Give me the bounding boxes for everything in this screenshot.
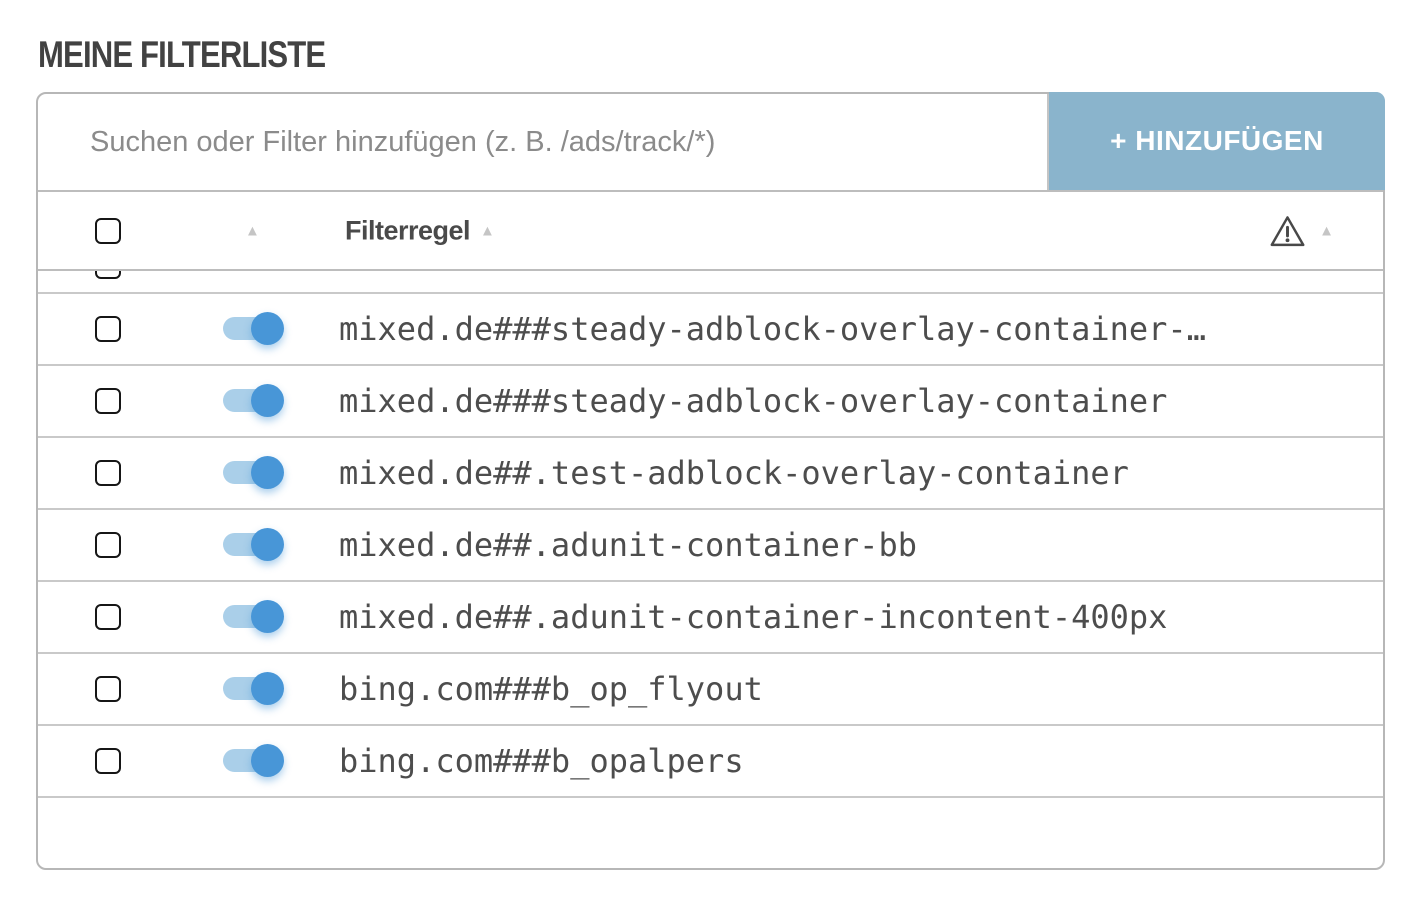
toggle-knob [251,672,284,705]
filter-row: mixed.de###steady-adblock-overlay-contai… [38,294,1383,366]
row-checkbox[interactable] [95,388,121,414]
add-filter-button[interactable]: + HINZUFÜGEN [1049,92,1385,190]
filter-enabled-toggle[interactable] [223,456,284,489]
filter-enabled-toggle[interactable] [223,384,284,417]
sort-rule-arrow-icon[interactable]: ▲ [480,222,495,239]
filter-rule-text: mixed.de##.test-adblock-overlay-containe… [339,454,1129,492]
page-title: MEINE FILTERLISTE [38,34,326,75]
toggle-knob [251,456,284,489]
table-header: ▲ Filterregel ▲ ▲ [38,192,1383,271]
warning-triangle-icon [1269,214,1306,248]
filter-row: bing.com###b_opalpers [38,726,1383,798]
filter-enabled-toggle[interactable] [223,600,284,633]
filter-list-panel: + HINZUFÜGEN ▲ Filterregel ▲ ▲ [36,92,1385,870]
filter-rule-text: bing.com###b_opalpers [339,742,744,780]
filter-rule-text: mixed.de##.adunit-container-bb [339,526,917,564]
rule-column-header[interactable]: Filterregel ▲ [345,215,495,246]
rule-column-label: Filterregel [345,215,471,245]
toggle-knob [251,744,284,777]
row-checkbox[interactable] [95,532,121,558]
sort-status-arrow-icon[interactable]: ▲ [245,222,260,239]
filter-row: mixed.de###steady-adblock-overlay-contai… [38,366,1383,438]
toggle-knob [251,600,284,633]
sort-warning-arrow-icon[interactable]: ▲ [1319,222,1334,239]
search-box [38,94,1049,190]
row-checkbox[interactable] [95,271,121,279]
filter-search-input[interactable] [88,124,1027,160]
filter-row: mixed.de##.adunit-container-incontent-40… [38,582,1383,654]
toggle-knob [251,528,284,561]
partially-scrolled-row [38,271,1383,294]
filter-row: mixed.de##.test-adblock-overlay-containe… [38,438,1383,510]
filter-toolbar: + HINZUFÜGEN [38,92,1385,192]
filter-rule-text: mixed.de###steady-adblock-overlay-contai… [339,382,1168,420]
filter-enabled-toggle[interactable] [223,744,284,777]
toggle-knob [251,384,284,417]
filter-enabled-toggle[interactable] [223,672,284,705]
filter-rule-text: mixed.de##.adunit-container-incontent-40… [339,598,1168,636]
toggle-knob [251,312,284,345]
filter-enabled-toggle[interactable] [223,528,284,561]
empty-row [38,798,1383,870]
row-checkbox[interactable] [95,316,121,342]
filter-rule-text: bing.com###b_op_flyout [339,670,763,708]
filter-row: bing.com###b_op_flyout [38,654,1383,726]
row-checkbox[interactable] [95,676,121,702]
row-checkbox[interactable] [95,604,121,630]
row-checkbox[interactable] [95,460,121,486]
filter-row: mixed.de##.adunit-container-bb [38,510,1383,582]
select-all-checkbox[interactable] [95,217,121,244]
filter-enabled-toggle[interactable] [223,312,284,345]
filter-rule-text: mixed.de###steady-adblock-overlay-contai… [339,310,1206,348]
row-checkbox[interactable] [95,748,121,774]
filter-rows-list: mixed.de###steady-adblock-overlay-contai… [38,294,1383,798]
